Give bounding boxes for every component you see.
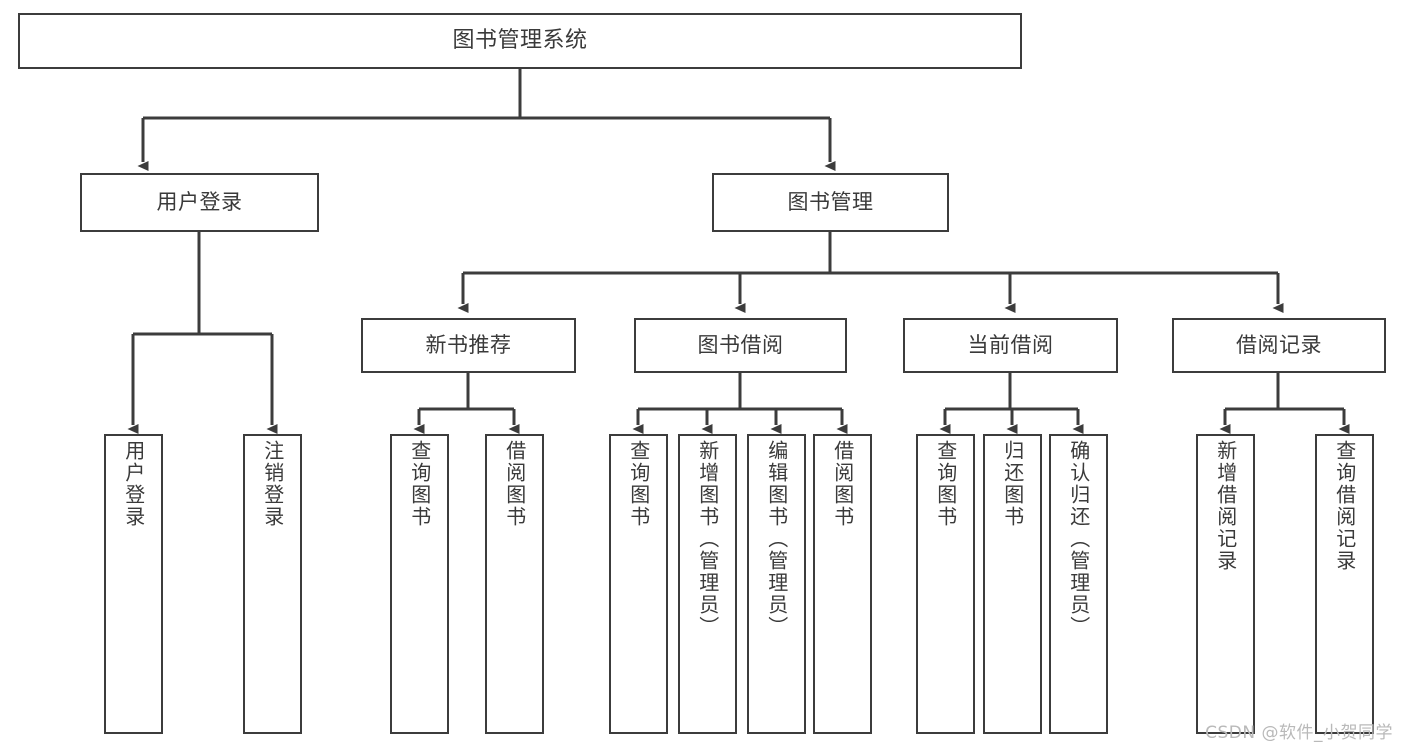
node-user-login[interactable]: 用户登录 bbox=[80, 173, 319, 232]
node-book-management-label: 图书管理 bbox=[787, 190, 874, 215]
csdn-watermark: CSDN @软件_小贺同学 bbox=[1205, 723, 1393, 743]
leaf-recommend-query-book-label: 查询图书 bbox=[407, 440, 432, 528]
node-book-management[interactable]: 图书管理 bbox=[712, 173, 949, 232]
leaf-borrow-edit-book[interactable]: 编辑图书（管理员） bbox=[747, 434, 806, 734]
node-current-borrow[interactable]: 当前借阅 bbox=[903, 318, 1118, 373]
node-borrow-record-label: 借阅记录 bbox=[1236, 333, 1322, 358]
node-current-borrow-label: 当前借阅 bbox=[967, 333, 1054, 358]
leaf-current-return-book-label: 归还图书 bbox=[1000, 440, 1025, 528]
leaf-current-query-book[interactable]: 查询图书 bbox=[916, 434, 975, 734]
leaf-borrow-edit-book-label: 编辑图书（管理员） bbox=[764, 440, 789, 638]
node-borrow-record[interactable]: 借阅记录 bbox=[1172, 318, 1386, 373]
node-book-borrow-label: 图书借阅 bbox=[697, 333, 784, 358]
leaf-user-logout-label: 注销登录 bbox=[260, 440, 285, 528]
node-root[interactable]: 图书管理系统 bbox=[18, 13, 1022, 69]
leaf-borrow-add-book[interactable]: 新增图书（管理员） bbox=[678, 434, 737, 734]
leaf-current-confirm-return[interactable]: 确认归还（管理员） bbox=[1049, 434, 1108, 734]
leaf-borrow-borrow-book-label: 借阅图书 bbox=[830, 440, 855, 528]
leaf-record-add-label: 新增借阅记录 bbox=[1213, 440, 1238, 572]
leaf-recommend-borrow-book[interactable]: 借阅图书 bbox=[485, 434, 544, 734]
leaf-current-query-book-label: 查询图书 bbox=[933, 440, 958, 528]
leaf-user-logout[interactable]: 注销登录 bbox=[243, 434, 302, 734]
leaf-borrow-borrow-book[interactable]: 借阅图书 bbox=[813, 434, 872, 734]
leaf-user-login-label: 用户登录 bbox=[121, 440, 146, 528]
leaf-record-query[interactable]: 查询借阅记录 bbox=[1315, 434, 1374, 734]
leaf-borrow-query-book[interactable]: 查询图书 bbox=[609, 434, 668, 734]
leaf-recommend-query-book[interactable]: 查询图书 bbox=[390, 434, 449, 734]
node-user-login-label: 用户登录 bbox=[156, 190, 243, 215]
leaf-recommend-borrow-book-label: 借阅图书 bbox=[502, 440, 527, 528]
leaf-current-confirm-return-label: 确认归还（管理员） bbox=[1066, 440, 1091, 638]
node-root-label: 图书管理系统 bbox=[452, 28, 588, 54]
node-new-book-recommend[interactable]: 新书推荐 bbox=[361, 318, 576, 373]
node-book-borrow[interactable]: 图书借阅 bbox=[634, 318, 847, 373]
leaf-record-query-label: 查询借阅记录 bbox=[1332, 440, 1357, 572]
leaf-borrow-add-book-label: 新增图书（管理员） bbox=[695, 440, 720, 638]
node-new-book-recommend-label: 新书推荐 bbox=[425, 333, 512, 358]
leaf-current-return-book[interactable]: 归还图书 bbox=[983, 434, 1042, 734]
leaf-borrow-query-book-label: 查询图书 bbox=[626, 440, 651, 528]
leaf-record-add[interactable]: 新增借阅记录 bbox=[1196, 434, 1255, 734]
leaf-user-login[interactable]: 用户登录 bbox=[104, 434, 163, 734]
